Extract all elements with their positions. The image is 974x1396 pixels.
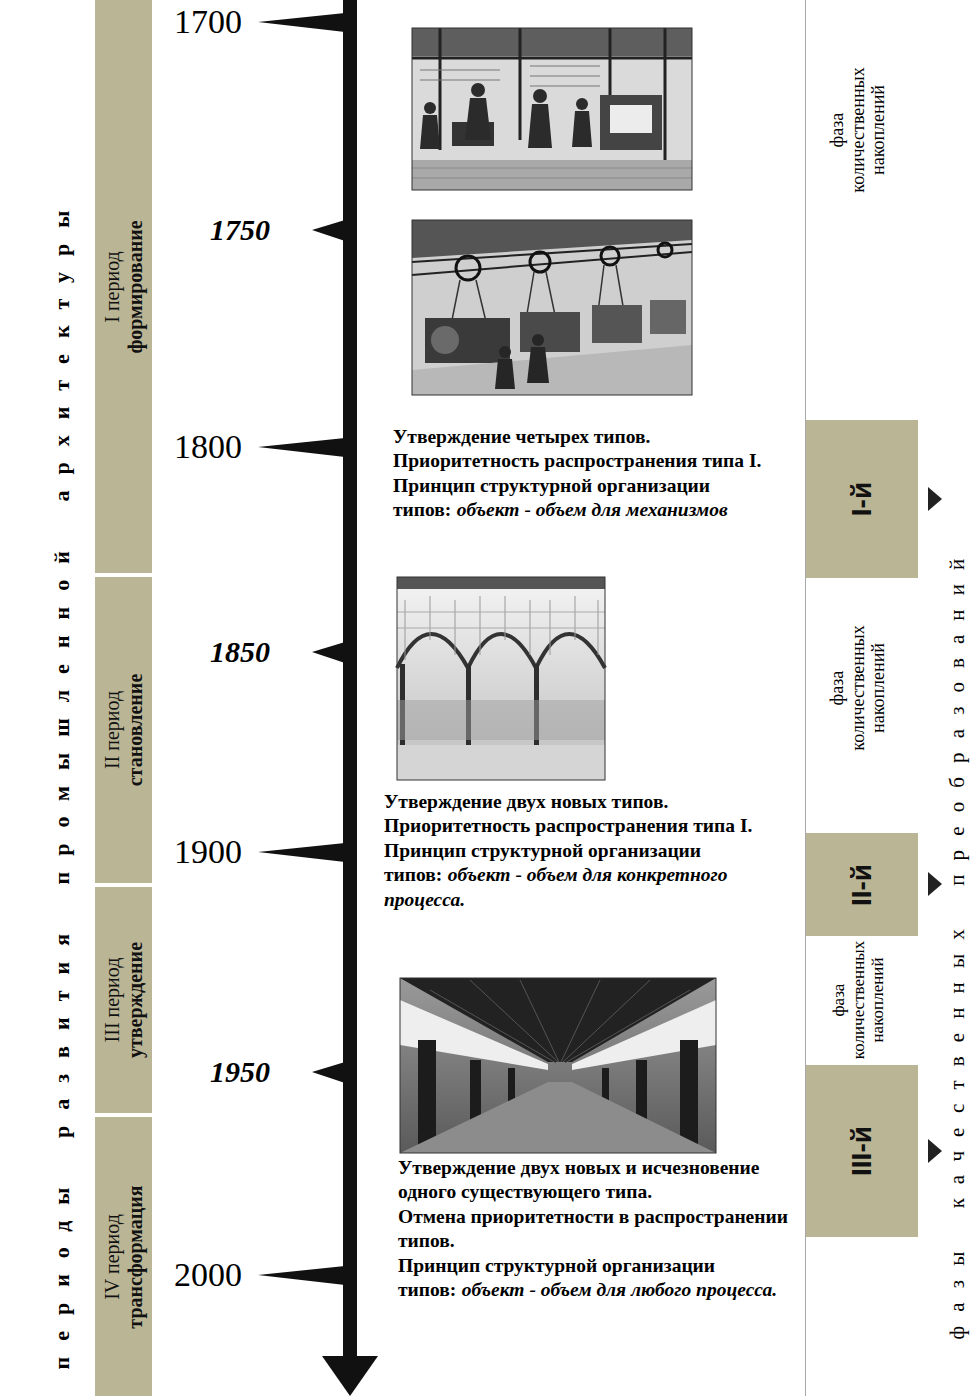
note-emphasis: объект - объем для любого процесса. bbox=[462, 1279, 777, 1300]
timeline-axis bbox=[258, 0, 378, 1396]
rotated-text-group: I-й bbox=[846, 425, 878, 573]
node-subheading: утверждение bbox=[124, 892, 147, 1108]
phase-arrow bbox=[928, 487, 942, 1163]
period-band: I периодформирование bbox=[95, 0, 152, 573]
note-paragraph: Принцип структурной организации типов:об… bbox=[384, 839, 802, 912]
phase-label: фаза количественных накоплений bbox=[827, 618, 889, 758]
phase-box: I-й bbox=[806, 420, 918, 578]
rotated-text-group: I периодформирование bbox=[101, 5, 147, 568]
year-label: 1850 bbox=[210, 634, 270, 670]
note-block: Утверждение четырех типов. Приоритетность… bbox=[393, 425, 803, 523]
node-subheading: формирование bbox=[124, 5, 147, 568]
rotated-text-group: III периодутверждение bbox=[101, 892, 147, 1108]
arched-hall-photo bbox=[397, 577, 605, 780]
note-paragraph: Отмена приоритетности в распространении … bbox=[398, 1205, 802, 1254]
note-text: Приоритетность распространения типа I. bbox=[384, 815, 752, 836]
note-paragraph: Принцип структурной организации типов:об… bbox=[398, 1254, 802, 1303]
phase-axis-title: фазы качественных преобразований bbox=[945, 545, 970, 1340]
note-paragraph: Принцип структурной организации типов:об… bbox=[393, 474, 803, 523]
note-paragraph: Утверждение двух новых и исчезновение од… bbox=[398, 1156, 802, 1205]
year-label: 1800 bbox=[174, 427, 242, 468]
phase-box: II-й bbox=[806, 833, 918, 936]
period-band: II периодстановление bbox=[95, 577, 152, 883]
node-heading: I период bbox=[101, 5, 124, 568]
node-heading: III-й bbox=[846, 1070, 878, 1232]
note-text: Утверждение четырех типов. bbox=[393, 426, 651, 447]
note-paragraph: Приоритетность распространения типа I. bbox=[384, 814, 802, 838]
year-label: 2000 bbox=[174, 1255, 242, 1296]
note-text: Утверждение двух новых и исчезновение од… bbox=[398, 1157, 759, 1202]
phase-label: фаза количественных накоплений bbox=[829, 937, 888, 1063]
note-block: Утверждение двух новых типов. Приоритетно… bbox=[384, 790, 802, 912]
period-band: III периодутверждение bbox=[95, 887, 152, 1113]
year-label: 1700 bbox=[174, 2, 242, 43]
year-label: 1950 bbox=[210, 1054, 270, 1090]
node-subheading: становление bbox=[124, 582, 147, 878]
node-heading: II-й bbox=[846, 838, 878, 931]
note-text: Приоритетность распространения типа I. bbox=[393, 450, 761, 471]
node-heading: I-й bbox=[846, 425, 878, 573]
rotated-text-group: II-й bbox=[846, 838, 878, 931]
workshop-engraving bbox=[412, 28, 692, 190]
period-band: IV периодтрансформация bbox=[95, 1117, 152, 1396]
rotated-text-group: II периодстановление bbox=[101, 582, 147, 878]
axis-title: периоды развития промышленной архитектур… bbox=[49, 195, 75, 1370]
rotated-text-group: IV периодтрансформация bbox=[101, 1122, 147, 1391]
note-text: Отмена приоритетности в распространении … bbox=[398, 1206, 788, 1251]
note-text: Утверждение двух новых типов. bbox=[384, 791, 668, 812]
note-block: Утверждение двух новых и исчезновение од… bbox=[398, 1156, 802, 1302]
note-paragraph: Утверждение двух новых типов. bbox=[384, 790, 802, 814]
year-label: 1750 bbox=[210, 212, 270, 248]
note-paragraph: Приоритетность распространения типа I. bbox=[393, 449, 803, 473]
note-paragraph: Утверждение четырех типов. bbox=[393, 425, 803, 449]
note-emphasis: объект - объем для механизмов bbox=[457, 499, 728, 520]
long-hall-photo bbox=[400, 978, 716, 1153]
node-heading: III период bbox=[101, 892, 124, 1108]
phase-label: фаза количественных накоплений bbox=[827, 60, 889, 200]
year-label: 1900 bbox=[174, 832, 242, 873]
node-subheading: трансформация bbox=[124, 1122, 147, 1391]
phase-box: III-й bbox=[806, 1065, 918, 1237]
node-heading: IV период bbox=[101, 1122, 124, 1391]
rotated-text-group: III-й bbox=[846, 1070, 878, 1232]
node-heading: II период bbox=[101, 582, 124, 878]
mill-engraving bbox=[412, 220, 692, 395]
